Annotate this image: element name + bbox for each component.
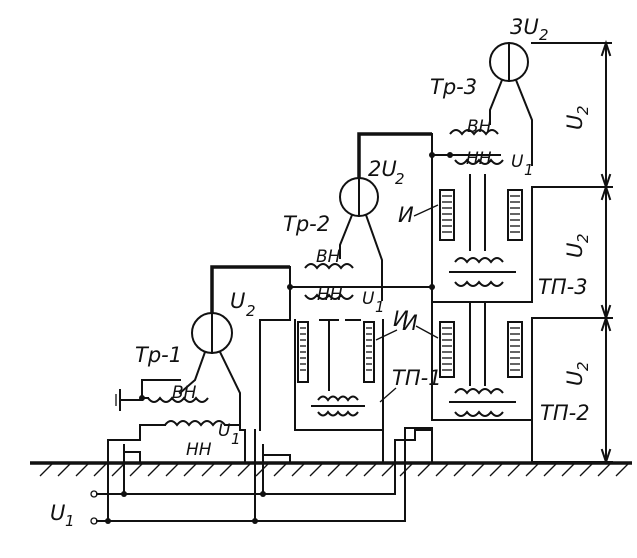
lv-input-2-sub: 1 bbox=[375, 298, 385, 316]
platform-2-label: ТП-2 bbox=[540, 401, 590, 425]
stage-1-voltage-sub: 2 bbox=[246, 302, 256, 320]
lv-label-3: НН bbox=[466, 149, 492, 169]
dim-voltage-3: U bbox=[563, 371, 587, 386]
insulator-label-2: И bbox=[402, 311, 418, 335]
hv-winding-2-icon bbox=[304, 263, 354, 270]
platform-2: ТП-2 bbox=[394, 301, 613, 463]
source-voltage-sub: 1 bbox=[65, 512, 75, 530]
lv-input-2: U bbox=[362, 289, 375, 309]
stage-3-voltage-sub: 2 bbox=[539, 26, 549, 44]
dim-voltage-1: U bbox=[563, 115, 587, 130]
hv-winding-1-icon bbox=[147, 396, 209, 403]
lv-winding-2-icon bbox=[304, 293, 354, 300]
dim-voltage-2: U bbox=[563, 243, 587, 258]
platform-3-coil-icon bbox=[454, 257, 504, 264]
stage-2: 2U 2 Тр-2 ВН НН U 1 bbox=[259, 132, 435, 431]
stage-2-voltage: 2U bbox=[368, 157, 397, 181]
voltage-dimensions: U 2 U 2 U 2 bbox=[531, 39, 613, 466]
platform-1-label: ТП-1 bbox=[392, 366, 442, 390]
lv-label-2: НН bbox=[317, 285, 343, 305]
insulator-label-1: И bbox=[393, 307, 409, 331]
lv-winding-1-icon bbox=[164, 420, 226, 427]
dim-voltage-3-sub: 2 bbox=[574, 361, 592, 371]
transformer-3-label: Тр-3 bbox=[430, 75, 477, 99]
stage-1-voltage: U bbox=[230, 289, 245, 313]
lv-input-1: U bbox=[218, 421, 231, 441]
lv-input-1-sub: 1 bbox=[231, 430, 241, 448]
lv-label-1: НН bbox=[186, 440, 212, 460]
platform-3: И ТП-3 bbox=[398, 174, 613, 303]
platform-2-coil-icon bbox=[454, 388, 504, 395]
ground bbox=[30, 461, 632, 477]
transformer-1-label: Тр-1 bbox=[135, 343, 182, 367]
lv-input-3: U bbox=[511, 152, 524, 172]
lv-winding-3-icon bbox=[454, 158, 504, 165]
supply-input: U 1 bbox=[50, 427, 406, 530]
dim-voltage-2-sub: 2 bbox=[574, 233, 592, 243]
platform-1: И ТП-1 bbox=[262, 307, 442, 463]
hv-winding-3-icon bbox=[449, 129, 499, 136]
dim-voltage-1-sub: 2 bbox=[574, 105, 592, 115]
hv-label-3: ВН bbox=[467, 117, 492, 137]
source-voltage-label: U bbox=[50, 501, 65, 525]
hv-label-2: ВН bbox=[316, 247, 341, 267]
hv-label-1: ВН bbox=[172, 383, 197, 403]
transformer-2-label: Тр-2 bbox=[283, 212, 330, 236]
stage-3: 3U 2 Тр-3 ВН НН U 1 bbox=[429, 15, 612, 188]
platform-3-label: ТП-3 bbox=[538, 275, 588, 299]
stage-2-voltage-sub: 2 bbox=[395, 170, 405, 188]
platform-1-coil-icon bbox=[317, 395, 359, 402]
stage-1: U 2 Тр-1 ВН U 1 НН bbox=[107, 265, 290, 463]
lv-input-3-sub: 1 bbox=[524, 161, 534, 179]
stage-3-voltage: 3U bbox=[510, 15, 539, 39]
insulator-label-3: И bbox=[398, 203, 414, 227]
